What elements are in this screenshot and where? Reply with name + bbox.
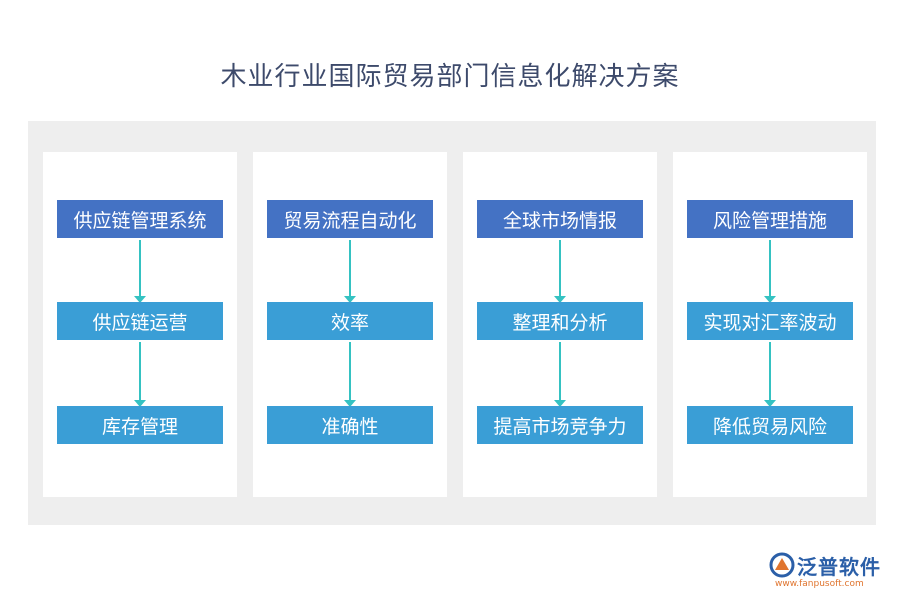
arrow-down-icon [134, 240, 146, 303]
box-top: 风险管理措施 [687, 200, 853, 238]
column-trade-automation: 贸易流程自动化 效率 准确性 [253, 152, 447, 497]
arrow-down-icon [134, 342, 146, 407]
arrow-down-icon [344, 342, 356, 407]
box-bottom: 准确性 [267, 406, 433, 444]
arrow-down-icon [764, 240, 776, 303]
brand-logo: 泛普软件 www.fanpusoft.com [765, 548, 895, 594]
box-bottom: 降低贸易风险 [687, 406, 853, 444]
box-top: 供应链管理系统 [57, 200, 223, 238]
box-bottom: 提高市场竞争力 [477, 406, 643, 444]
box-mid: 实现对汇率波动 [687, 302, 853, 340]
logo-mark-icon [769, 552, 795, 578]
column-supply-chain: 供应链管理系统 供应链运营 库存管理 [43, 152, 237, 497]
column-risk-management: 风险管理措施 实现对汇率波动 降低贸易风险 [673, 152, 867, 497]
box-bottom: 库存管理 [57, 406, 223, 444]
box-mid: 效率 [267, 302, 433, 340]
box-top: 贸易流程自动化 [267, 200, 433, 238]
arrow-down-icon [764, 342, 776, 407]
column-market-intel: 全球市场情报 整理和分析 提高市场竞争力 [463, 152, 657, 497]
diagram-title: 木业行业国际贸易部门信息化解决方案 [220, 62, 680, 92]
box-top: 全球市场情报 [477, 200, 643, 238]
box-mid: 整理和分析 [477, 302, 643, 340]
arrow-down-icon [554, 240, 566, 303]
logo-url: www.fanpusoft.com [775, 579, 864, 589]
logo-name: 泛普软件 [797, 555, 881, 579]
box-mid: 供应链运营 [57, 302, 223, 340]
arrow-down-icon [344, 240, 356, 303]
arrow-down-icon [554, 342, 566, 407]
